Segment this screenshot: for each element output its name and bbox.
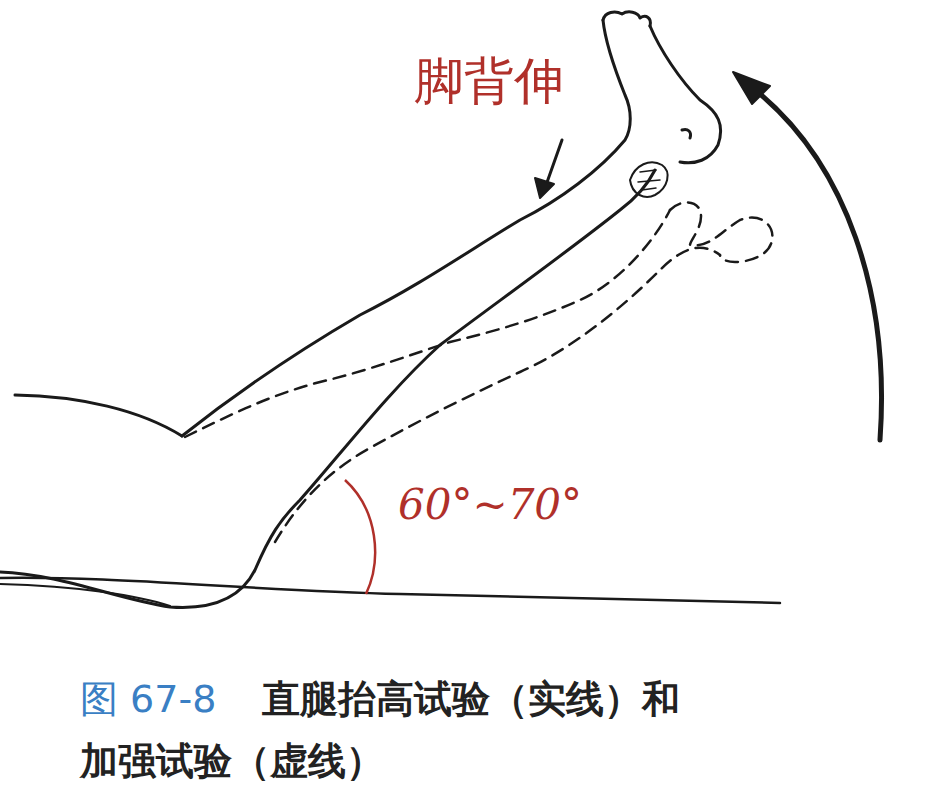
figure-number: 图 67-8 — [80, 677, 216, 721]
caption-block: 图 67-8直腿抬高试验（实线）和加强试验（虚线） — [80, 668, 700, 792]
annotation-label: 脚背伸 — [414, 56, 564, 106]
angle-label: 60°~70° — [398, 484, 582, 526]
